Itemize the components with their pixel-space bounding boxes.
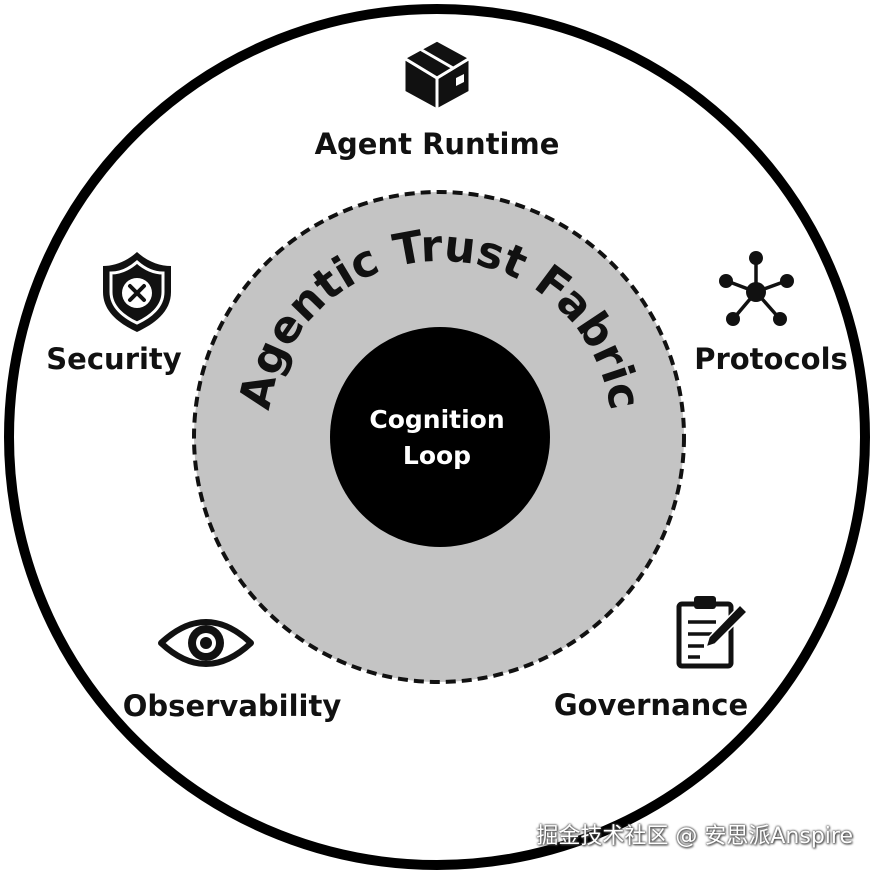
pillar-agent-runtime: Agent Runtime <box>315 38 560 161</box>
pillar-observability: Observability <box>123 619 342 723</box>
governance-label: Governance <box>554 688 748 722</box>
network-hub-icon <box>719 251 794 326</box>
core-label-line1: Cognition <box>369 405 504 434</box>
pillar-protocols: Protocols <box>694 251 848 376</box>
watermark: 掘金技术社区 @ 安思派Anspire <box>536 824 853 849</box>
pillar-security: Security <box>46 252 182 376</box>
clipboard-pencil-icon <box>676 596 748 669</box>
observability-label: Observability <box>123 689 342 723</box>
core-label-line2: Loop <box>403 441 471 470</box>
cognition-core <box>330 327 550 547</box>
protocols-label: Protocols <box>694 342 848 376</box>
agent-runtime-label: Agent Runtime <box>315 127 560 161</box>
pillar-governance: Governance <box>554 596 748 722</box>
eye-icon <box>158 619 254 667</box>
security-label: Security <box>46 342 181 376</box>
shield-x-icon <box>103 252 171 332</box>
box-icon <box>402 38 472 112</box>
